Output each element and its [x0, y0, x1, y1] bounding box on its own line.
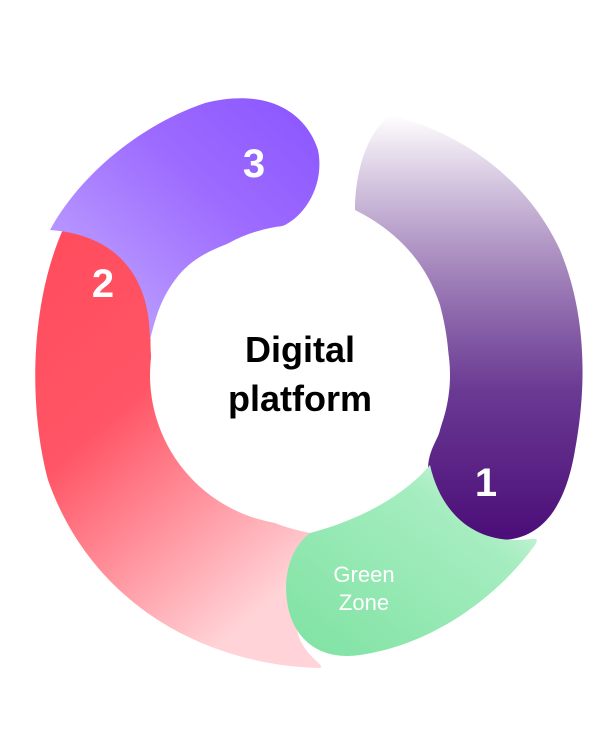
- segment-3: 3: [50, 98, 320, 340]
- green-zone-shape: [286, 465, 537, 656]
- green-zone-segment: Green Zone: [286, 465, 537, 656]
- segment-3-shape: [50, 98, 320, 340]
- center-title-line2: platform: [228, 378, 372, 419]
- green-zone-label-line2: Zone: [339, 590, 389, 615]
- segment-1: 1: [355, 115, 583, 540]
- segment-1-shape: [355, 115, 583, 540]
- center-circle: Digital platform: [150, 225, 450, 525]
- green-zone-label-line1: Green: [333, 562, 394, 587]
- center-title-line1: Digital: [245, 329, 355, 370]
- segment-2-label: 2: [92, 262, 114, 306]
- segment-1-label: 1: [475, 461, 497, 505]
- segment-3-label: 3: [243, 142, 265, 186]
